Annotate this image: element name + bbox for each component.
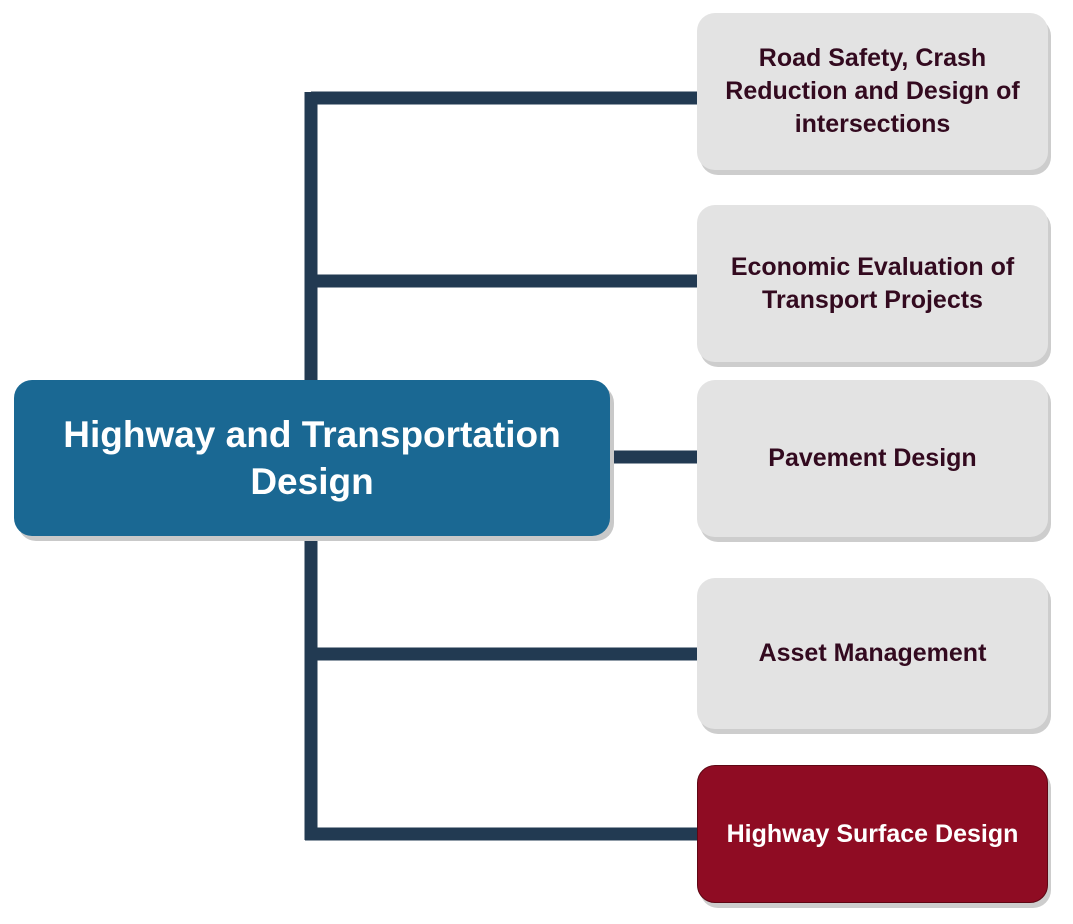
child-node-road-safety: Road Safety, Crash Reduction and Design … <box>697 13 1048 170</box>
child-node-highway-surface-design: Highway Surface Design <box>697 765 1048 903</box>
child-node-economic-evaluation: Economic Evaluation of Transport Project… <box>697 205 1048 362</box>
child-node-label: Road Safety, Crash Reduction and Design … <box>725 44 1020 138</box>
root-node: Highway and Transportation Design <box>14 380 610 536</box>
child-node-label: Asset Management <box>758 639 987 667</box>
child-node-label: Economic Evaluation of Transport Project… <box>730 252 1015 314</box>
child-node-pavement-design: Pavement Design <box>697 380 1048 537</box>
child-node-asset-management: Asset Management <box>697 578 1048 729</box>
root-node-label: Highway and Transportation Design <box>63 414 561 502</box>
child-node-label: Pavement Design <box>768 444 977 472</box>
child-node-label: Highway Surface Design <box>726 819 1019 848</box>
